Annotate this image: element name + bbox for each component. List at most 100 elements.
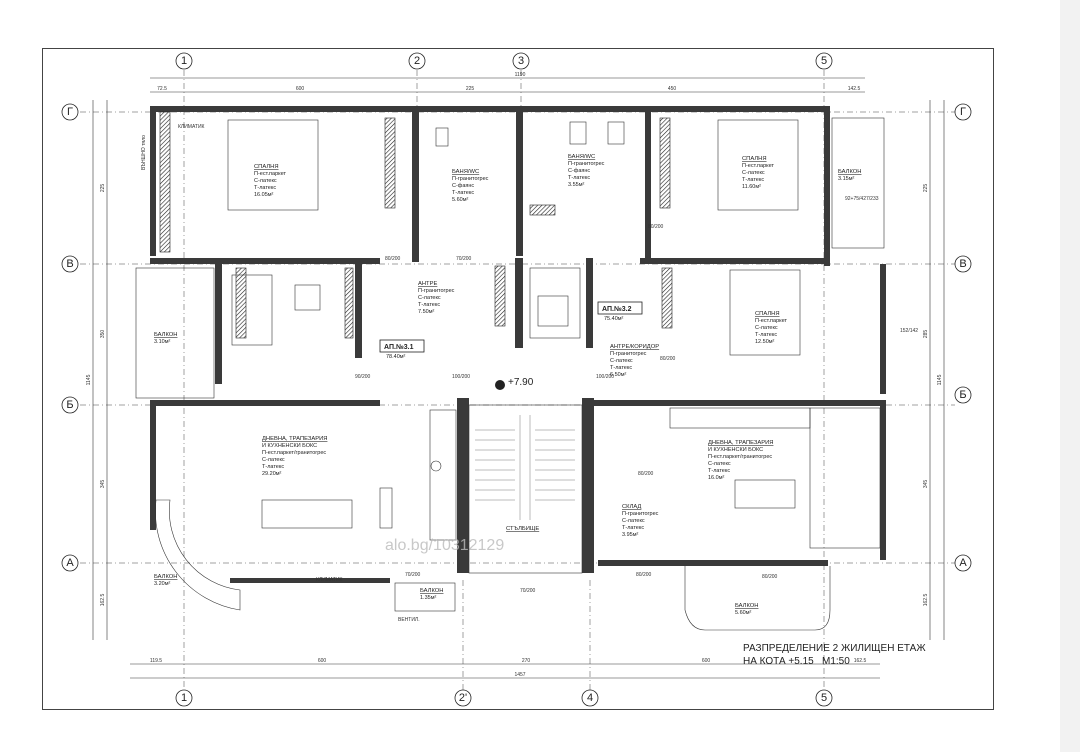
axis-top-5: 5	[821, 55, 827, 67]
room-label: СПАЛНЯП-ест.паркетС-латексТ-латекс16.05м…	[254, 164, 286, 198]
apartment-tag-1: АП.№3.1 78.40м²	[379, 339, 425, 360]
door-label: 80/200	[385, 256, 401, 262]
room-label: БАНЯ/WCП-гранитогресС-фаянсТ-латекс5.60м…	[452, 169, 489, 203]
axis-right-g: Г	[960, 106, 966, 118]
door-label: 70/200	[520, 588, 536, 594]
svg-text:5.60м²: 5.60м²	[452, 197, 468, 203]
axis-left-g: Г	[67, 106, 73, 118]
axis-bottom-4: 4	[587, 692, 593, 704]
drawing-scale: М1:50	[822, 656, 850, 667]
aircon-label: КЛИМАТИК	[316, 577, 343, 583]
svg-text:С-фаянс: С-фаянс	[568, 168, 590, 174]
svg-text:78.40м²: 78.40м²	[386, 354, 406, 360]
axis-right-b: Б	[959, 389, 966, 401]
svg-text:3.55м²: 3.55м²	[568, 182, 584, 188]
svg-text:СПАЛНЯ: СПАЛНЯ	[254, 164, 279, 170]
axis-markers	[61, 52, 972, 707]
svg-text:БАЛКОН: БАЛКОН	[420, 588, 443, 594]
svg-text:БАЛКОН: БАЛКОН	[838, 169, 861, 175]
room-label: СТЪЛБИЩЕ	[506, 526, 539, 532]
svg-text:АНТРЕ: АНТРЕ	[418, 281, 437, 287]
svg-text:П-гранитогрес: П-гранитогрес	[418, 288, 455, 294]
room-label: АНТРЕ/КОРИДОРП-гранитогресС-латексТ-лате…	[610, 344, 659, 378]
svg-text:16.05м²: 16.05м²	[254, 192, 274, 198]
svg-text:С-латекс: С-латекс	[622, 518, 645, 524]
axis-bottom-2p: 2'	[459, 692, 467, 704]
svg-text:С-латекс: С-латекс	[708, 461, 731, 467]
svg-text:С-латекс: С-латекс	[254, 178, 277, 184]
svg-text:Т-латекс: Т-латекс	[262, 464, 284, 470]
svg-text:П-ест.паркет: П-ест.паркет	[742, 163, 774, 169]
door-label: 152/142	[900, 328, 918, 334]
dim-right-3: 345	[923, 480, 929, 489]
axis-left-v: В	[66, 258, 73, 270]
svg-text:Т-латекс: Т-латекс	[418, 302, 440, 308]
svg-text:БАЛКОН: БАЛКОН	[154, 332, 177, 338]
svg-text:3.10м²: 3.10м²	[154, 339, 170, 345]
door-label: 80/200	[660, 356, 676, 362]
svg-text:П-ест.паркет: П-ест.паркет	[254, 171, 286, 177]
axis-top-2: 2	[414, 55, 420, 67]
dim-bottom-5: 162.5	[854, 658, 867, 664]
door-label: 100/200	[596, 374, 614, 380]
door-label: 70/200	[405, 572, 421, 578]
dim-bottom-4: 600	[702, 658, 711, 664]
svg-text:АП.№3.1: АП.№3.1	[384, 343, 414, 351]
dim-right-total: 1145	[937, 374, 943, 385]
svg-text:Т-латекс: Т-латекс	[708, 468, 730, 474]
stair-core	[468, 267, 583, 574]
dim-top-5: 142.5	[848, 86, 861, 92]
svg-text:Т-латекс: Т-латекс	[742, 177, 764, 183]
svg-text:29.20м²: 29.20м²	[262, 471, 282, 477]
dim-top-1: 72.5	[157, 86, 167, 92]
svg-text:И КУХНЕНСКИ БОКС: И КУХНЕНСКИ БОКС	[708, 447, 763, 453]
door-label: 90/200	[355, 374, 371, 380]
svg-text:Т-латекс: Т-латекс	[622, 525, 644, 531]
walls	[150, 106, 886, 583]
svg-text:БАЛКОН: БАЛКОН	[154, 574, 177, 580]
svg-text:7.50м²: 7.50м²	[418, 309, 434, 315]
axis-left-b: Б	[66, 399, 73, 411]
dim-bottom-total: 1457	[514, 672, 525, 678]
dim-top-3: 225	[466, 86, 475, 92]
shaft-label: ВЪНШНО тяло	[141, 135, 147, 170]
dim-bottom-1: 119.5	[150, 658, 162, 664]
drawing-frame	[42, 48, 994, 710]
svg-text:5.60м²: 5.60м²	[735, 610, 751, 616]
svg-text:П-гранитогрес: П-гранитогрес	[622, 511, 659, 517]
dim-top-2: 600	[296, 86, 305, 92]
svg-text:С-латекс: С-латекс	[262, 457, 285, 463]
axis-right-v: В	[959, 258, 966, 270]
room-label: СПАЛНЯП-ест.паркетС-латексТ-латекс12.50м…	[755, 311, 787, 345]
svg-text:3.95м²: 3.95м²	[622, 532, 638, 538]
svg-text:С-латекс: С-латекс	[418, 295, 441, 301]
svg-text:СКЛАД: СКЛАД	[622, 504, 641, 510]
drawing-level: НА КОТА +5.15	[743, 656, 814, 667]
svg-text:БАНЯ/WC: БАНЯ/WC	[452, 169, 479, 175]
dim-top-total: 1190	[515, 72, 526, 78]
svg-text:6.50м²: 6.50м²	[610, 372, 626, 378]
room-label: СПАЛНЯП-ест.паркетС-латексТ-латекс11.60м…	[742, 156, 774, 190]
svg-text:П-гранитогрес: П-гранитогрес	[452, 176, 489, 182]
axis-bottom-5: 5	[821, 692, 827, 704]
room-label: БАНЯ/WCП-гранитогресС-фаянсТ-латекс3.55м…	[568, 154, 605, 188]
dim-bottom-2: 600	[318, 658, 327, 664]
dim-right-4: 162.5	[923, 594, 929, 607]
svg-text:АП.№3.2: АП.№3.2	[602, 305, 632, 313]
balconies	[135, 117, 885, 631]
axis-top-3: 3	[518, 55, 524, 67]
svg-text:П-гранитогрес: П-гранитогрес	[568, 161, 605, 167]
axis-bottom-1: 1	[181, 692, 187, 704]
apartment-tag-2: АП.№3.2 75.40м²	[597, 301, 643, 322]
door-label: 70/200	[456, 256, 472, 262]
door-label: 80/200	[636, 572, 652, 578]
svg-text:Т-латекс: Т-латекс	[755, 332, 777, 338]
svg-text:16.0м²: 16.0м²	[708, 475, 724, 481]
